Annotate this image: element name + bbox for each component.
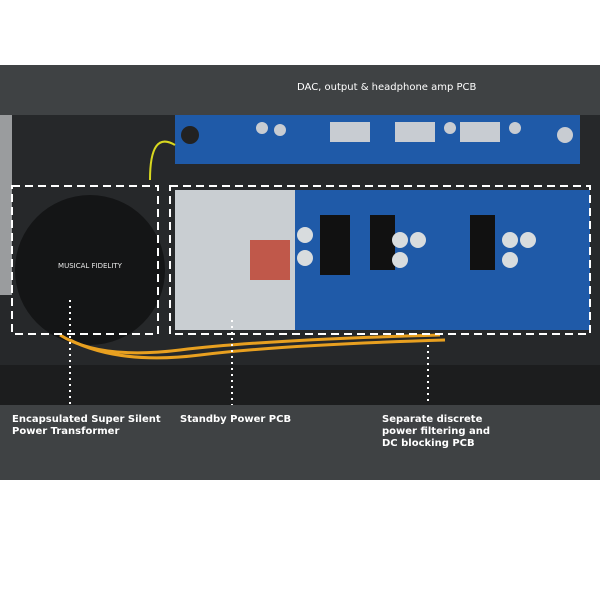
side-wall xyxy=(0,115,12,295)
leader-lines xyxy=(69,300,429,405)
standby-relay xyxy=(250,240,290,280)
label-filter-pcb: Separate discrete power filtering and DC… xyxy=(382,414,491,449)
label-standby-pcb: Standby Power PCB xyxy=(180,414,292,425)
yellow-wire xyxy=(149,140,176,181)
bottom-board xyxy=(0,365,600,405)
amplifier-interior-photo: MUSICAL FIDELITY xyxy=(0,115,600,405)
wiring xyxy=(59,333,446,360)
highlight-boxes xyxy=(11,185,591,335)
dac-components xyxy=(181,122,573,144)
transformer xyxy=(15,195,165,345)
dac-pcb xyxy=(175,115,580,164)
label-transformer: Encapsulated Super Silent Power Transfor… xyxy=(12,414,161,437)
capacitors xyxy=(297,227,536,268)
heatsinks xyxy=(320,215,495,275)
label-dac-pcb: DAC, output & headphone amp PCB xyxy=(297,82,477,93)
transformer-brand: MUSICAL FIDELITY xyxy=(58,262,123,270)
